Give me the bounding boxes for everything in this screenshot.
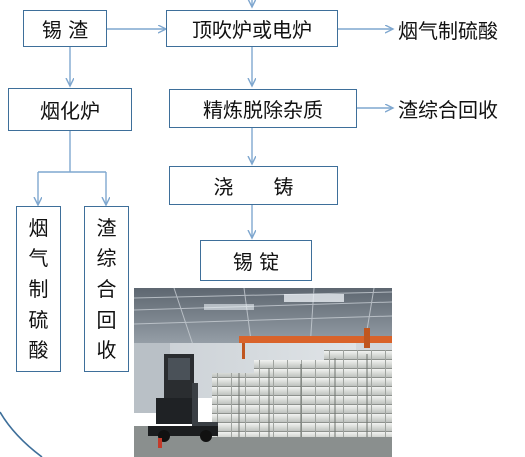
char-2: 综 — [96, 246, 117, 271]
char-1: 渣 — [96, 215, 117, 240]
output-fume-acid: 烟气制硫酸 — [398, 19, 498, 43]
box-slag-recovery-vertical: 渣 综 合 回 收 — [84, 206, 129, 372]
output-slag-recovery: 渣综合回收 — [398, 98, 498, 122]
box-casting: 浇 铸 — [169, 166, 338, 205]
char-3: 合 — [96, 276, 117, 301]
char-5: 收 — [96, 338, 117, 363]
char-4: 硫 — [28, 307, 49, 332]
forklift — [148, 354, 218, 448]
warehouse-photo — [134, 288, 392, 457]
box-tin-dross: 锡 渣 — [23, 10, 107, 47]
char-5: 酸 — [28, 338, 49, 363]
char-3: 制 — [28, 276, 49, 301]
box-tin-ingot: 锡 锭 — [200, 240, 312, 281]
box-fume-acid-vertical: 烟 气 制 硫 酸 — [16, 206, 61, 372]
char-4: 回 — [96, 307, 117, 332]
box-top-blown-furnace: 顶吹炉或电炉 — [166, 10, 338, 47]
box-refining: 精炼脱除杂质 — [169, 89, 357, 128]
char-1: 烟 — [28, 215, 49, 240]
box-fuming-furnace: 烟化炉 — [8, 88, 132, 131]
decorative-arc — [0, 411, 43, 457]
char-2: 气 — [28, 246, 49, 271]
